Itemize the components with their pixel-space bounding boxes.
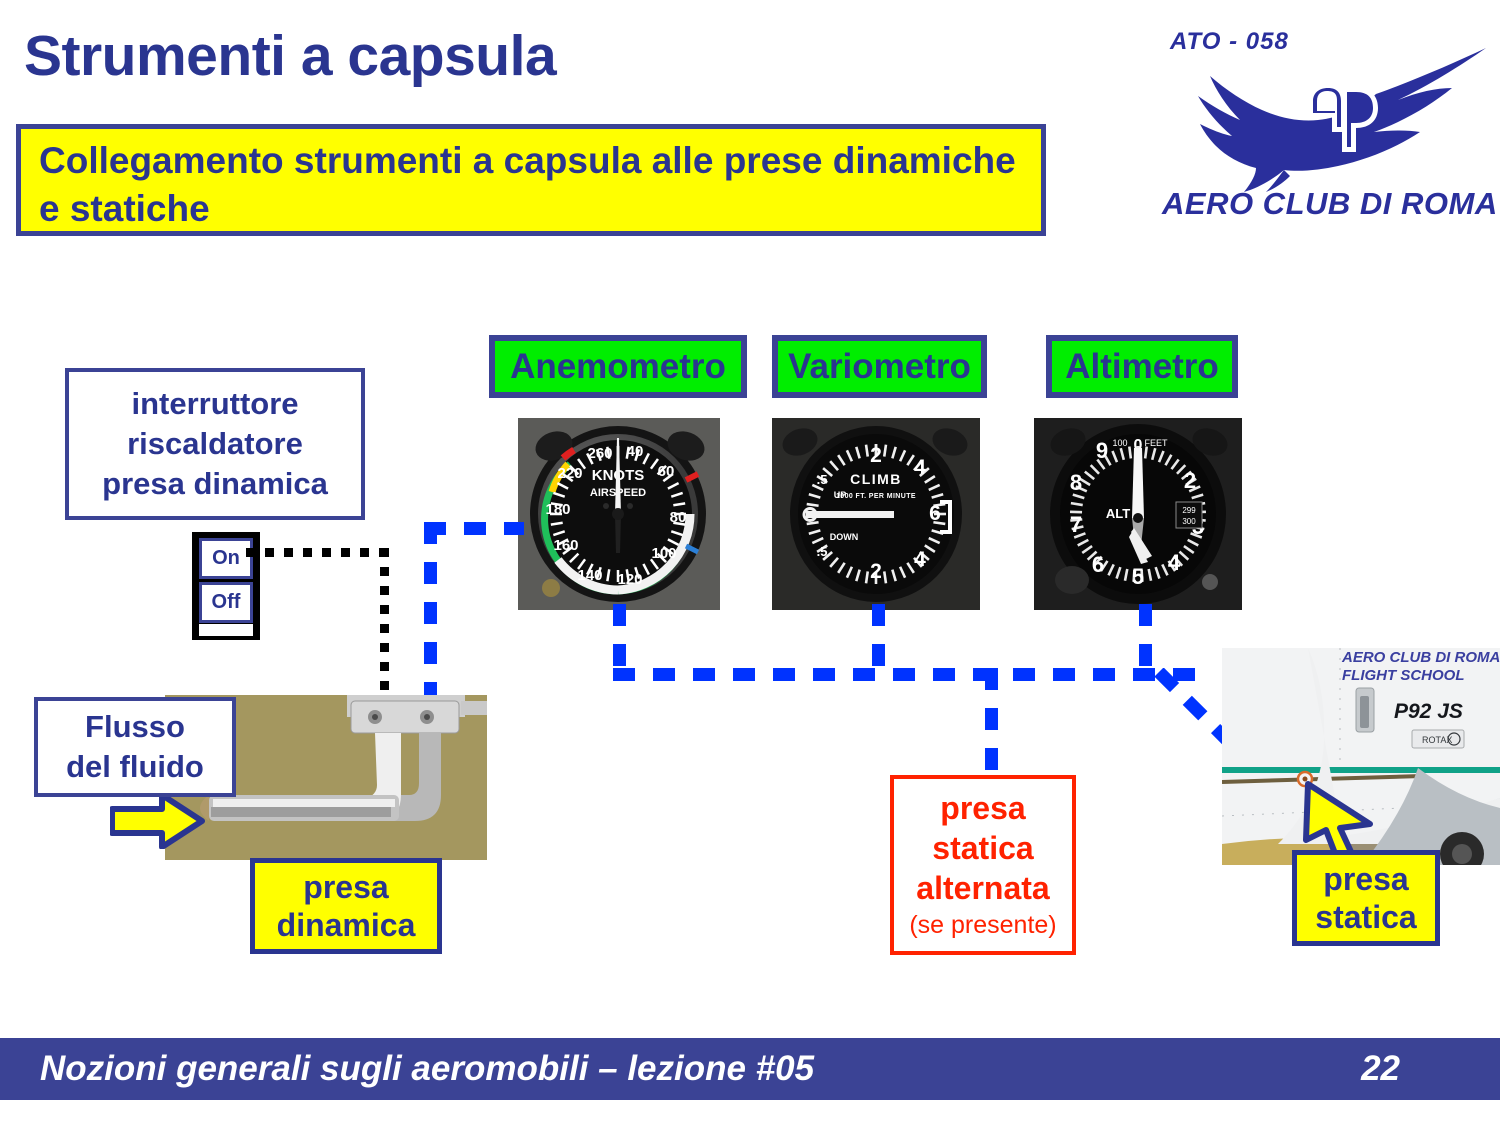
pitot-port-line-2: dinamica <box>276 907 416 943</box>
vsi-up-label: UP <box>834 490 847 500</box>
svg-text:6: 6 <box>1092 552 1104 577</box>
svg-text:.5: .5 <box>817 472 828 487</box>
fluid-flow-arrow-icon <box>109 792 205 850</box>
svg-text:2: 2 <box>870 560 882 583</box>
svg-text:40: 40 <box>627 443 644 460</box>
label-variometro-text: Variometro <box>788 346 971 386</box>
alt-hundreds-label: 100 <box>1112 438 1127 448</box>
aircraft-fuselage-photo: AERO CLUB DI ROMA FLIGHT SCHOOL P92 JS R… <box>1221 648 1500 876</box>
label-anemometro-text: Anemometro <box>510 346 726 386</box>
pitot-heat-switch[interactable]: On Off <box>192 532 260 640</box>
label-altimetro: Altimetro <box>1046 335 1238 398</box>
connector-vsi-static-drop <box>872 604 885 674</box>
callout-alternate-static-port: presa statica alternata (se presente) <box>890 775 1076 955</box>
switch-base <box>199 624 253 636</box>
svg-text:120: 120 <box>617 571 642 588</box>
svg-text:9: 9 <box>1096 438 1108 463</box>
instrument-altimeter: 0 2 3 4 5 6 7 8 9 100 FEET ALT 299 300 <box>1034 418 1242 610</box>
connector-pitot-to-asi-horizontal <box>424 522 524 535</box>
svg-text:2: 2 <box>1184 468 1196 493</box>
callout-static-port: presa statica <box>1292 850 1440 946</box>
svg-text:160: 160 <box>553 537 578 554</box>
connector-static-bus <box>613 668 1213 681</box>
instrument-vertical-speed-indicator: 2 4 6 4 2 .5 .5 CLIMB 1000 FT. PER MINUT… <box>772 418 980 610</box>
vsi-down-label: DOWN <box>830 532 859 542</box>
static-port-pointer-icon <box>1300 778 1376 859</box>
svg-text:2: 2 <box>870 444 882 467</box>
vsi-climb-label: CLIMB <box>850 471 902 487</box>
plane-text-line2: FLIGHT SCHOOL <box>1342 667 1465 684</box>
plane-model-label: P92 JS <box>1394 700 1463 723</box>
alt-static-line-2: statica <box>932 830 1034 866</box>
alt-static-note: (se presente) <box>909 911 1057 939</box>
alt-center-label: ALT <box>1106 506 1130 521</box>
svg-text:0: 0 <box>1134 437 1143 454</box>
callout-pitot-heat-switch: interruttore riscaldatore presa dinamica <box>65 368 365 520</box>
connector-asi-static-drop <box>613 604 626 680</box>
alt-feet-label: FEET <box>1144 438 1168 448</box>
svg-text:4: 4 <box>914 456 926 479</box>
plane-text-line1: AERO CLUB DI ROMA <box>1341 649 1500 666</box>
pitot-heat-line-3: presa dinamica <box>102 466 328 501</box>
label-anemometro: Anemometro <box>489 335 747 398</box>
connector-switch-vertical <box>380 548 389 700</box>
connector-switch-horizontal <box>246 548 389 557</box>
connector-pitot-vertical <box>424 522 437 712</box>
connector-altimeter-static-drop <box>1139 604 1152 674</box>
callout-pitot-port: presa dinamica <box>250 858 442 954</box>
subtitle-text: Collegamento strumenti a capsula alle pr… <box>39 140 1016 229</box>
fluid-flow-line-1: Flusso <box>85 709 185 744</box>
svg-text:140: 140 <box>577 567 602 584</box>
alt-kollsman-window: 299 300 <box>1175 501 1203 529</box>
pitot-heat-line-1: interruttore <box>131 386 299 421</box>
pitot-tube-photo <box>165 695 487 860</box>
static-port-line-1: presa <box>1323 861 1409 897</box>
pitot-heat-line-2: riscaldatore <box>127 426 303 461</box>
svg-text:180: 180 <box>545 501 570 518</box>
ato-code-label: ATO - 058 <box>1170 28 1289 55</box>
svg-text:8: 8 <box>1070 470 1082 495</box>
alt-static-line-1: presa <box>940 790 1026 826</box>
svg-text:100: 100 <box>651 545 676 562</box>
alt-static-line-3: alternata <box>916 870 1050 906</box>
footer-page-number: 22 <box>1361 1049 1400 1088</box>
plane-engine-badge: ROTAX <box>1422 735 1452 745</box>
label-variometro: Variometro <box>772 335 987 398</box>
svg-text:220: 220 <box>557 465 582 482</box>
svg-text:7: 7 <box>1070 512 1082 537</box>
switch-on-position[interactable]: On <box>199 538 253 579</box>
svg-text:6: 6 <box>929 502 941 525</box>
svg-text:60: 60 <box>658 463 675 480</box>
svg-text:299: 299 <box>1182 506 1196 515</box>
fluid-flow-line-2: del fluido <box>66 749 204 784</box>
footer-bar: Nozioni generali sugli aeromobili – lezi… <box>0 1038 1500 1100</box>
footer-course-label: Nozioni generali sugli aeromobili – lezi… <box>40 1049 815 1088</box>
instrument-airspeed-indicator: 40 60 80 100 120 140 160 180 220 260 KNO… <box>518 418 720 610</box>
aero-club-logo: ATO - 058 AERO CLUB DI ROMA <box>1150 14 1497 229</box>
label-altimetro-text: Altimetro <box>1065 346 1219 386</box>
connector-alt-static-drop <box>985 668 998 778</box>
svg-text:300: 300 <box>1182 517 1196 526</box>
svg-text:4: 4 <box>1168 550 1181 575</box>
subtitle-banner: Collegamento strumenti a capsula alle pr… <box>16 124 1046 236</box>
vsi-unit-label: 1000 FT. PER MINUTE <box>836 493 916 500</box>
svg-text:.5: .5 <box>817 544 828 559</box>
page-title: Strumenti a capsula <box>24 24 557 88</box>
svg-text:5: 5 <box>1132 564 1144 589</box>
svg-text:4: 4 <box>914 548 926 571</box>
svg-text:260: 260 <box>587 445 612 462</box>
callout-fluid-flow: Flusso del fluido <box>34 697 236 797</box>
eagle-logo-icon <box>1198 48 1486 192</box>
club-name-label: AERO CLUB DI ROMA <box>1162 186 1498 221</box>
static-port-line-2: statica <box>1315 899 1417 935</box>
pitot-port-line-1: presa <box>303 869 389 905</box>
svg-text:80: 80 <box>670 509 687 526</box>
switch-off-position[interactable]: Off <box>199 582 253 623</box>
